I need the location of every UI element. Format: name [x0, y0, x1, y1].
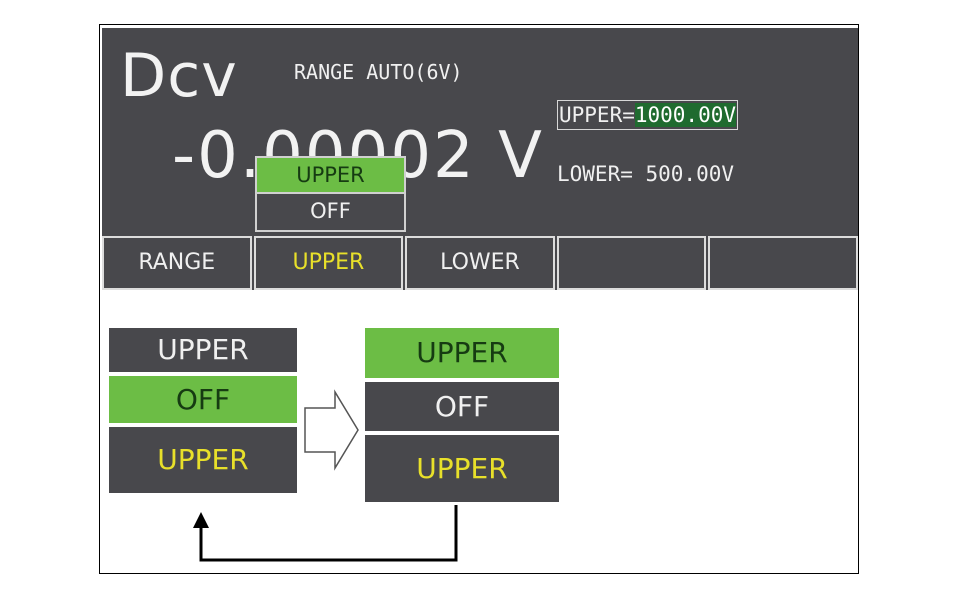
before-option-upper: UPPER — [109, 328, 297, 372]
softkey-lower[interactable]: LOWER — [405, 236, 555, 290]
return-arrow-line — [199, 505, 458, 562]
lower-limit-readout: LOWER= 500.00V — [557, 162, 735, 186]
after-softkey-upper: UPPER — [365, 435, 559, 502]
before-option-off-selected: OFF — [109, 376, 297, 423]
measurement-mode: Dcv — [120, 41, 238, 111]
softkey-5[interactable] — [708, 236, 858, 290]
menu-state-before: UPPER OFF UPPER — [109, 328, 297, 493]
range-status: RANGE AUTO(6V) — [294, 60, 463, 84]
softkey-range[interactable]: RANGE — [102, 236, 252, 290]
softkey-4[interactable] — [556, 236, 707, 290]
upper-limit-field[interactable]: UPPER=1000.00V — [557, 100, 739, 130]
popup-option-off[interactable]: OFF — [255, 194, 406, 232]
up-arrow-icon — [193, 512, 209, 528]
after-option-off: OFF — [365, 382, 559, 431]
upper-limit-value: 1000.00V — [634, 103, 737, 127]
softkey-bar: RANGE UPPER LOWER — [102, 236, 858, 290]
upper-popup-menu: UPPER OFF — [255, 156, 406, 232]
upper-limit-label: UPPER= — [559, 103, 635, 127]
menu-state-after: UPPER OFF UPPER — [365, 328, 559, 502]
softkey-upper[interactable]: UPPER — [253, 236, 404, 290]
popup-option-upper[interactable]: UPPER — [255, 156, 406, 194]
after-option-upper-selected: UPPER — [365, 328, 559, 378]
right-arrow-icon — [304, 389, 359, 471]
before-softkey-upper: UPPER — [109, 427, 297, 493]
